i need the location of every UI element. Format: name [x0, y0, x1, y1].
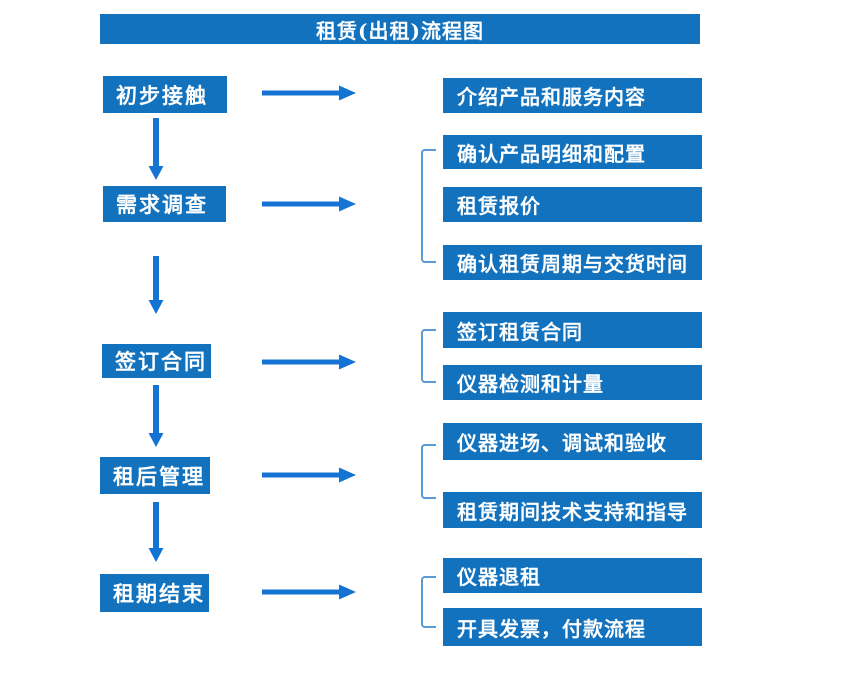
detail-box-confirm-period-delivery: 确认租赁周期与交货时间 [443, 245, 702, 280]
arrow-down-icon [147, 256, 165, 314]
group-bracket-demand-survey [421, 149, 436, 263]
arrow-right-icon [261, 466, 357, 484]
arrow-right-icon [261, 84, 357, 102]
stage-box-rental-end: 租期结束 [100, 574, 209, 612]
arrow-right-icon [261, 195, 357, 213]
detail-box-instrument-setup-acceptance: 仪器进场、调试和验收 [443, 423, 702, 460]
stage-box-sign-contract: 签订合同 [102, 344, 211, 378]
stage-box-initial-contact: 初步接触 [103, 76, 227, 113]
detail-box-instrument-testing: 仪器检测和计量 [443, 365, 702, 400]
group-bracket-sign-contract [421, 329, 436, 383]
detail-box-tech-support: 租赁期间技术支持和指导 [443, 492, 702, 528]
stage-box-post-rental-management: 租后管理 [100, 457, 210, 494]
detail-box-invoice-payment: 开具发票，付款流程 [443, 608, 702, 646]
arrow-down-icon [147, 385, 165, 447]
detail-box-confirm-product-config: 确认产品明细和配置 [443, 135, 702, 169]
arrow-right-icon [261, 583, 357, 601]
detail-box-instrument-return: 仪器退租 [443, 558, 702, 593]
flowchart-title: 租赁(出租)流程图 [100, 14, 700, 44]
stage-box-demand-survey: 需求调查 [103, 186, 226, 222]
arrow-down-icon [147, 502, 165, 562]
detail-box-introduce-products: 介绍产品和服务内容 [443, 78, 702, 113]
group-bracket-post-rental [421, 444, 436, 499]
arrow-down-icon [147, 118, 165, 180]
group-bracket-rental-end [421, 576, 436, 628]
arrow-right-icon [261, 353, 357, 371]
detail-box-sign-rental-contract: 签订租赁合同 [443, 312, 702, 348]
detail-box-rental-quotation: 租赁报价 [443, 187, 702, 222]
